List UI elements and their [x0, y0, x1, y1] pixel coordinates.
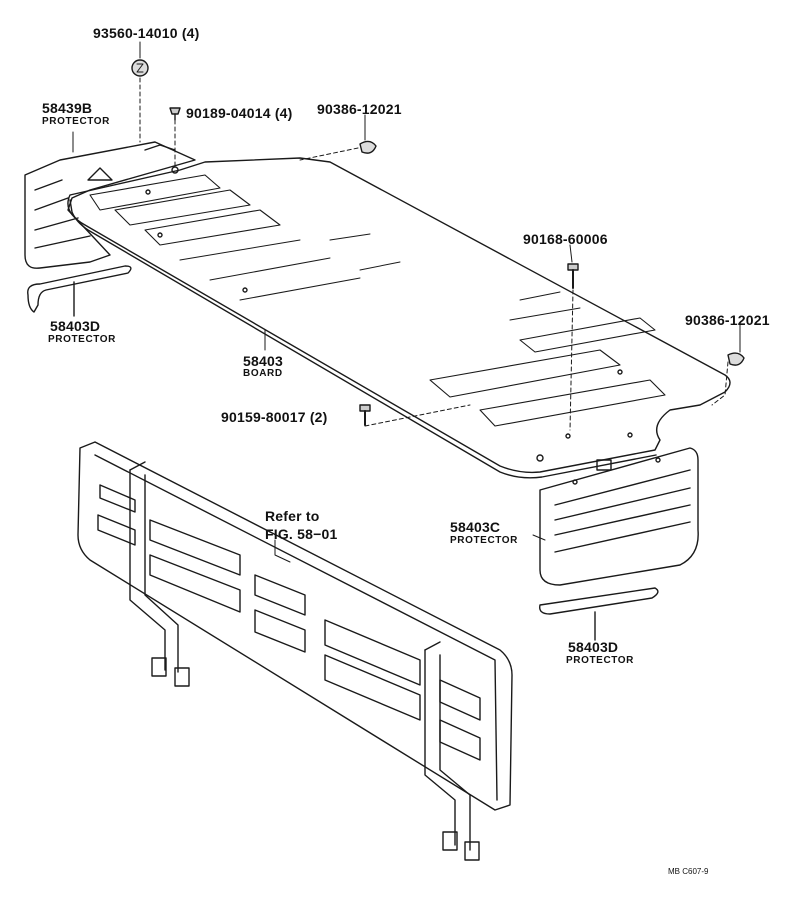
protector-58439b [24, 141, 196, 269]
label-58403: 58403 [243, 353, 283, 369]
label-refer-line1: Refer to [265, 508, 320, 524]
sublabel-58403: BOARD [243, 368, 283, 379]
label-90386-a: 90386-12021 [317, 101, 402, 117]
label-90386-b: 90386-12021 [685, 312, 770, 328]
diagram-code: MB C607-9 [668, 867, 709, 876]
sublabel-58403d-left: PROTECTOR [48, 334, 116, 345]
fastener-90386-b [727, 352, 745, 366]
label-refer-line2: FIG. 58−01 [265, 526, 338, 542]
label-58403d-left: 58403D [50, 318, 101, 334]
sublabel-58439b: PROTECTOR [42, 116, 110, 127]
sublabel-58403c: PROTECTOR [450, 535, 518, 546]
protector-58403d-right [539, 587, 659, 641]
label-leaders [72, 41, 741, 563]
fastener-93560 [131, 59, 149, 77]
sublabel-58403d-right: PROTECTOR [566, 655, 634, 666]
assembly-lines [139, 77, 729, 431]
label-58403d-right: 58403D [568, 639, 619, 655]
label-93560: 93560-14010 (4) [93, 25, 200, 41]
label-90189: 90189-04014 (4) [186, 105, 293, 121]
label-90168: 90168-60006 [523, 231, 608, 247]
fastener-90159 [359, 404, 371, 426]
fastener-90168 [567, 263, 579, 289]
board-58403 [67, 157, 731, 479]
label-58403c: 58403C [450, 519, 501, 535]
fastener-90386-a [359, 140, 377, 154]
label-90159: 90159-80017 (2) [221, 409, 328, 425]
label-58439b: 58439B [42, 100, 93, 116]
tailgate-panel [77, 441, 513, 861]
protector-58403c [539, 447, 699, 586]
protector-58403d-left [27, 265, 132, 317]
fastener-90189 [169, 107, 181, 121]
